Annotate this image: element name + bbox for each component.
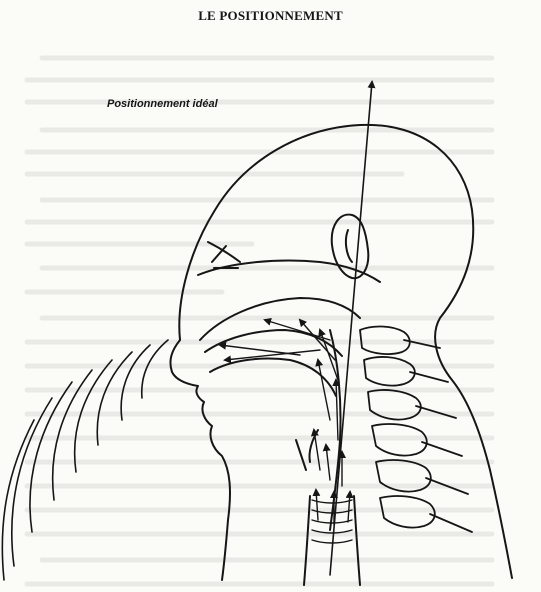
cervical-vertebrae [360, 326, 472, 532]
ear-inner [346, 230, 352, 262]
resonance-arrows [220, 320, 350, 525]
trachea-left [304, 496, 310, 585]
oral-cavity [210, 359, 336, 397]
face-profile [170, 340, 230, 580]
trachea-right [354, 496, 360, 585]
palate-contour [200, 298, 360, 340]
sound-waves [2, 340, 168, 580]
